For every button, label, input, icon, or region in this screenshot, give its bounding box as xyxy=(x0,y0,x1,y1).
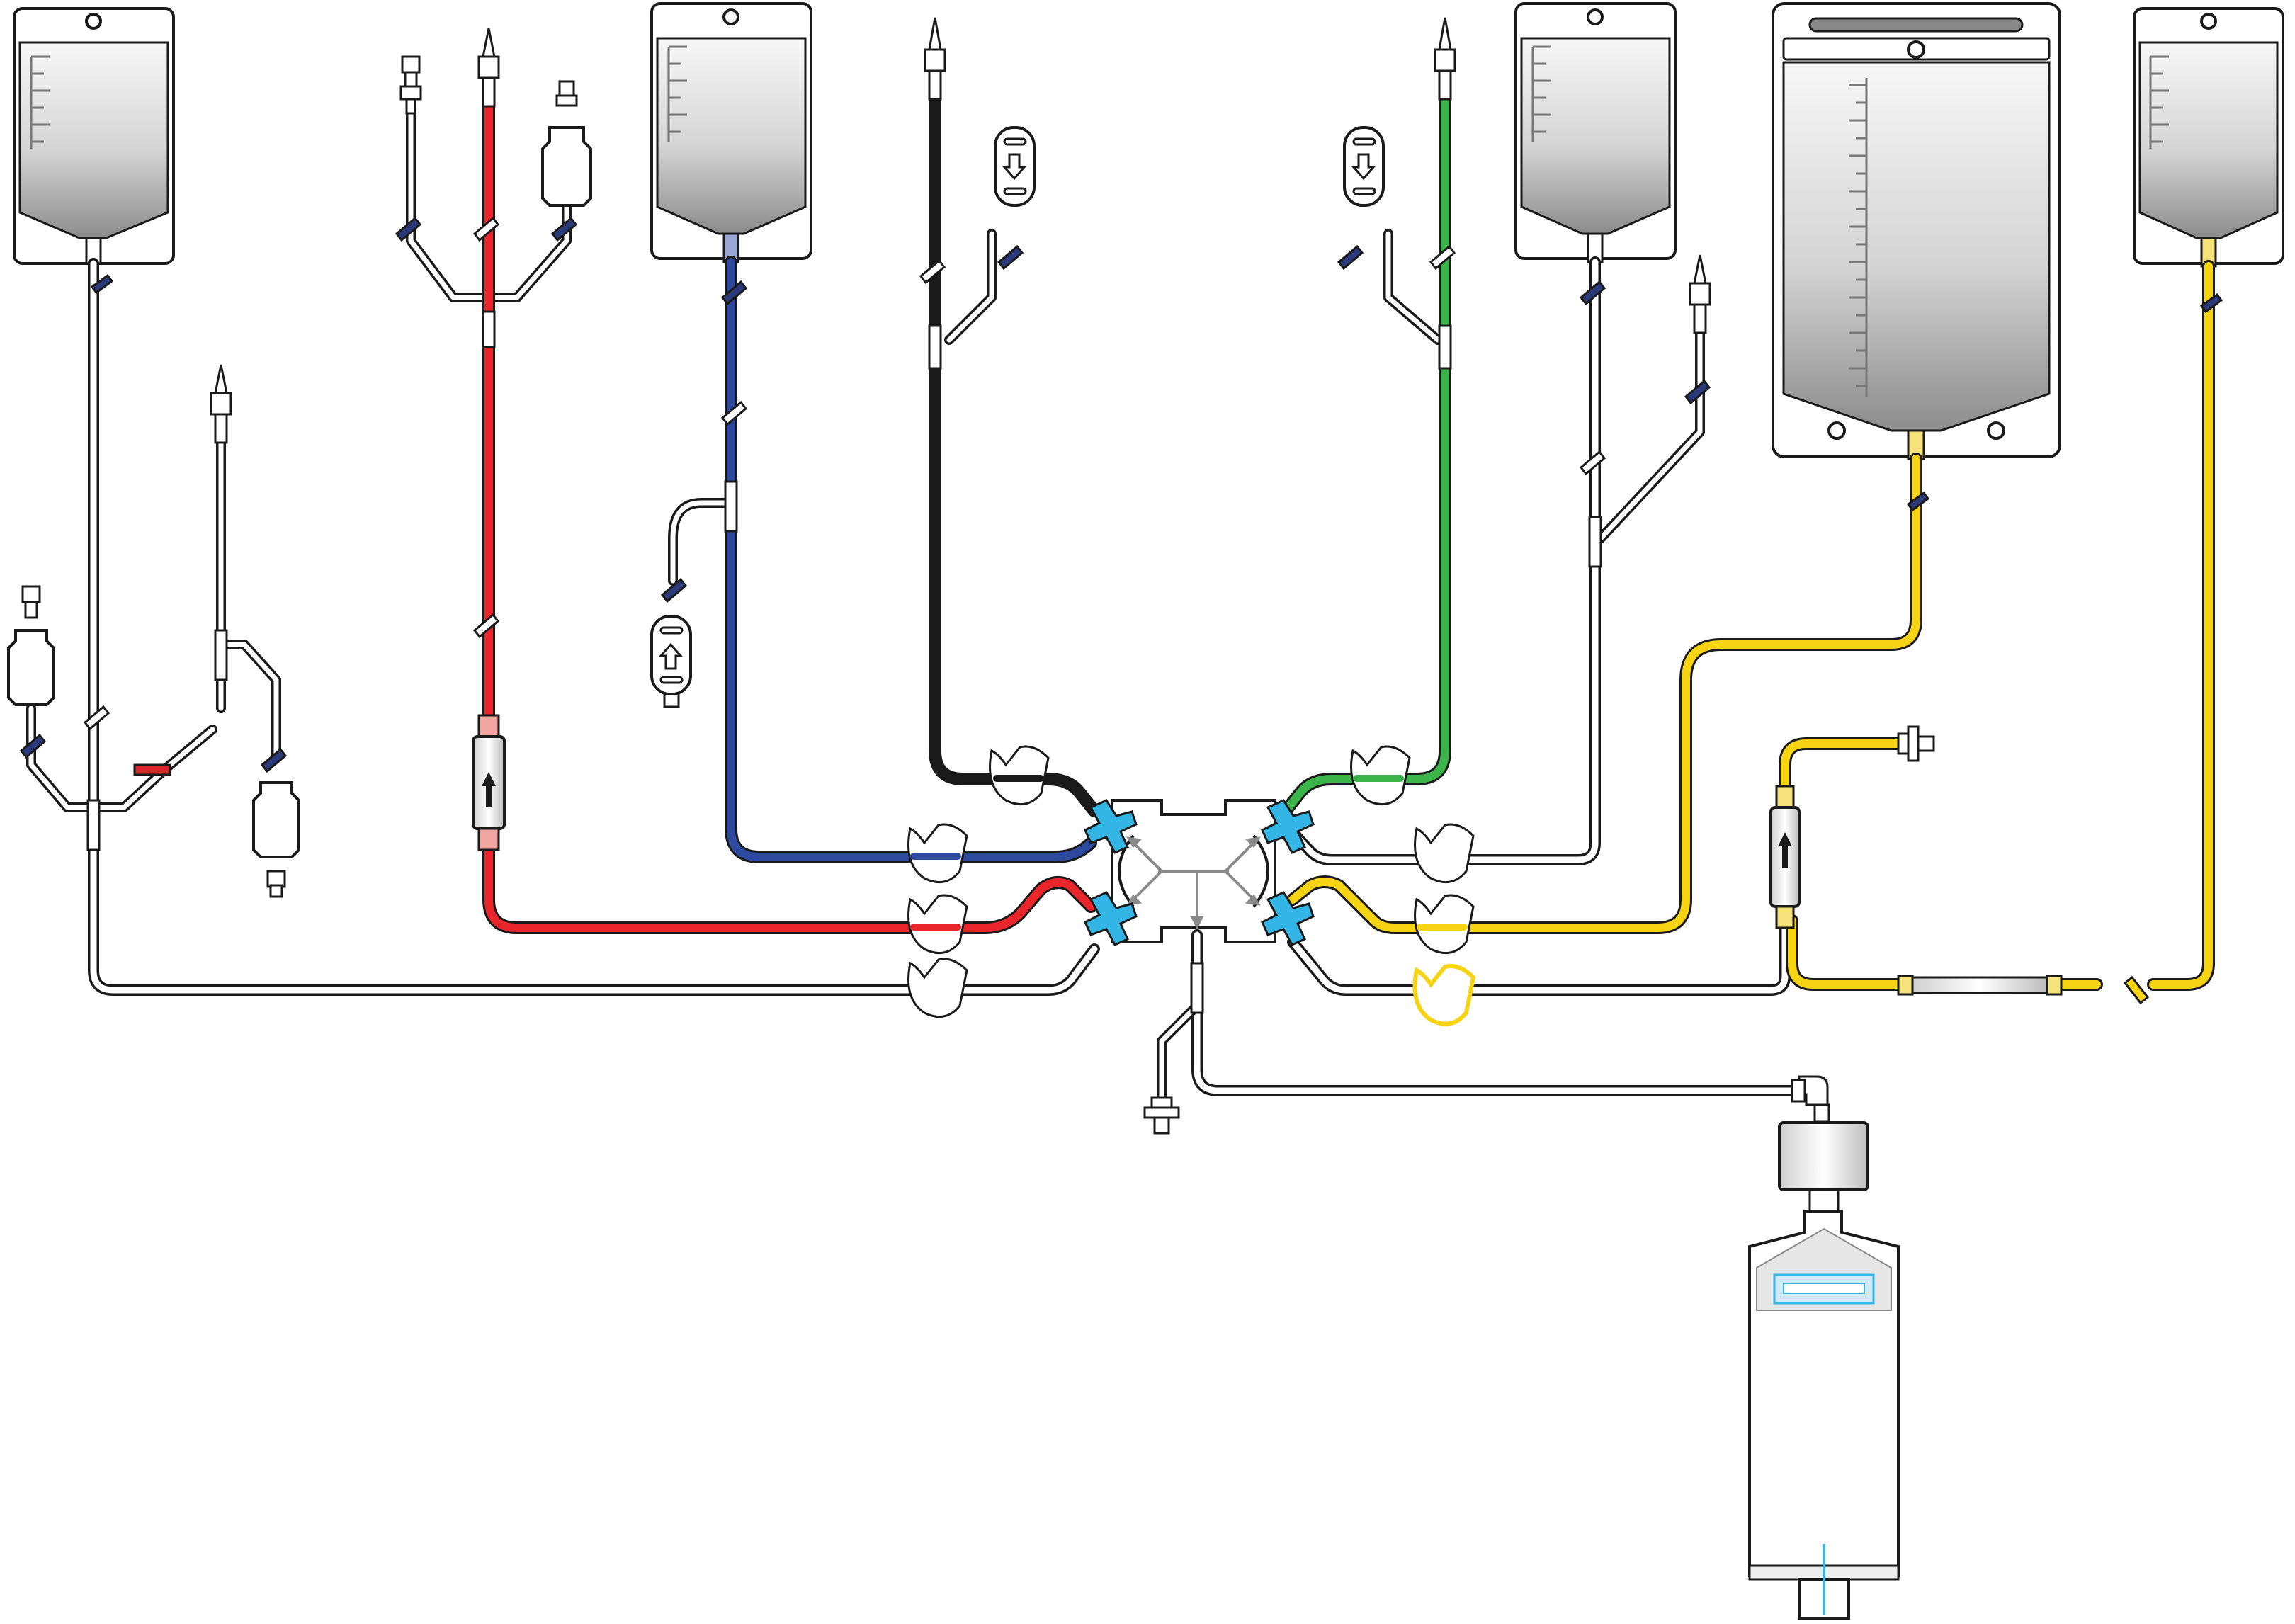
red-pump-segment xyxy=(472,714,506,851)
bottom-sample-port xyxy=(1143,1096,1180,1135)
arrow-up-icon xyxy=(1778,832,1792,868)
inline-segments xyxy=(472,714,2063,1135)
pinch-clamp-black xyxy=(989,745,1050,806)
stopcock-icon xyxy=(1084,799,1315,946)
colored-tubing xyxy=(482,57,2215,991)
pinch-clamp-yellow-open xyxy=(1412,964,1476,1026)
arrow-down-icon xyxy=(1351,153,1376,181)
arrow-down-icon xyxy=(1002,153,1027,181)
yellow-sample-port xyxy=(1897,725,1935,762)
injection-ports xyxy=(7,126,592,858)
pressure-pods xyxy=(650,126,1385,708)
line-clamps xyxy=(19,216,2223,1005)
pressure-pod-blue xyxy=(650,615,692,708)
pinch-clamp-right-clear xyxy=(1414,823,1475,884)
arrow-up-icon xyxy=(658,642,684,670)
pinch-clamp-yellow xyxy=(1414,894,1475,955)
cartridge-filter xyxy=(1748,1075,1900,1620)
pinch-clamps xyxy=(907,745,1476,1026)
spike-connectors xyxy=(21,17,1711,898)
fluid-bag-2 xyxy=(650,2,812,263)
pinch-clamp-blue xyxy=(907,823,968,884)
fluid-bag-4 xyxy=(2133,7,2284,268)
volume-scale-icon xyxy=(1849,78,1868,397)
flow-arrows-icon xyxy=(1126,836,1261,930)
pinch-clamp-clear xyxy=(907,958,968,1018)
pressure-pod-black xyxy=(994,126,1036,207)
yellow-heater-segment xyxy=(1897,975,2063,996)
pinch-clamp-green xyxy=(1350,745,1411,806)
effluent-bag xyxy=(1772,2,2061,460)
fluid-bag-1 xyxy=(13,7,175,265)
fluid-bag-3 xyxy=(1514,2,1677,263)
tube-junctions xyxy=(86,310,1602,1014)
yellow-pump-segment xyxy=(1769,785,1801,929)
central-manifold xyxy=(1084,799,1315,946)
arrow-up-icon xyxy=(482,772,496,807)
volume-scale-icon xyxy=(30,55,50,149)
pinch-clamp-red xyxy=(907,894,968,955)
pressure-pod-green xyxy=(1343,126,1385,207)
